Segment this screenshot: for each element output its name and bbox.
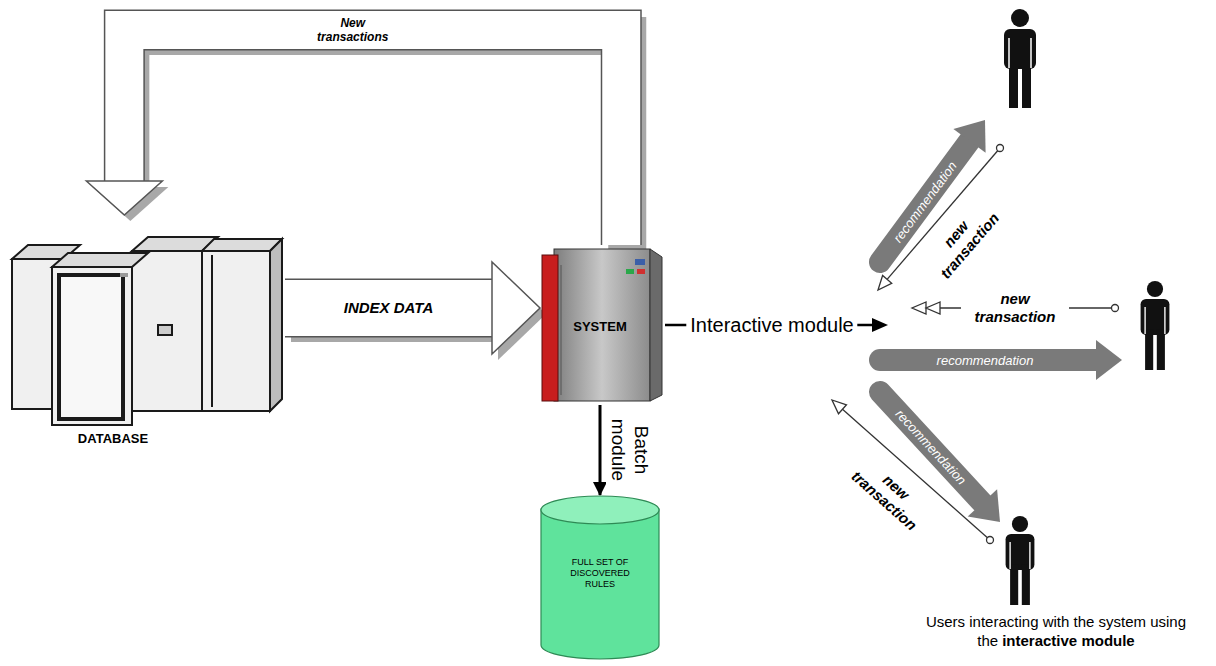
- server-illustration-part: [637, 269, 645, 274]
- transaction-arrow-part: [912, 302, 926, 314]
- arrow-outline: [124, 30, 621, 245]
- database-illustration-part-part: [270, 239, 282, 411]
- server-illustration-part: [635, 259, 645, 265]
- server-illustration-part: [626, 269, 634, 274]
- arrow-outline: [285, 279, 492, 338]
- transaction-arrow-part: [926, 302, 940, 314]
- arrow-label: new transaction: [841, 447, 940, 540]
- database-illustration-part-part: [158, 325, 172, 335]
- arrow-head: [86, 181, 162, 215]
- database-node: DATABASE: [8, 215, 285, 455]
- arrow-body: [124, 30, 621, 245]
- server-illustration-part: [561, 265, 562, 395]
- transaction-arrow-part: [1112, 305, 1119, 312]
- arrow-body: [285, 280, 492, 336]
- node-label: SYSTEM: [560, 319, 640, 334]
- server-illustration-part: [650, 249, 662, 401]
- database-illustration-part: [12, 237, 282, 425]
- block-arrow: [285, 262, 546, 360]
- node-label: DATABASE: [63, 431, 163, 446]
- transaction-arrow: [832, 145, 1119, 544]
- recommendation-arrow-part: [1096, 340, 1122, 380]
- caption-text: interactive module: [1002, 632, 1135, 649]
- database-illustration-part-part: [202, 239, 282, 251]
- transaction-arrow-part: [832, 400, 847, 414]
- arrow-label: new transaction: [961, 290, 1069, 326]
- database-illustration-part-part: [202, 251, 270, 411]
- cylinder-body: [541, 509, 659, 659]
- rules-cylinder: FULL SET OF DISCOVERED RULES: [540, 495, 660, 660]
- user-figure: [1004, 9, 1036, 108]
- recommendation-arrow-part: [880, 349, 1096, 371]
- arrow-line: [599, 405, 602, 495]
- database-illustration: [8, 215, 285, 455]
- edge-label: INDEX DATA: [344, 299, 433, 317]
- node-label: FULL SET OF DISCOVERED RULES: [558, 557, 642, 590]
- transaction-arrow-part: [878, 276, 892, 291]
- server-illustration-part: [542, 255, 558, 401]
- interactive-arrow-part: [872, 318, 888, 332]
- flow-arrow: [600, 405, 601, 495]
- database-illustration-part-part: [52, 267, 132, 425]
- arrow-shadow: [92, 36, 627, 251]
- edge-label: Batch module: [606, 410, 654, 491]
- database-illustration-part-part: [52, 253, 148, 267]
- recommendation-arrow-part: [968, 489, 1000, 522]
- transaction-arrow-part: [987, 537, 994, 544]
- database-illustration-part-part: [59, 275, 123, 419]
- arrow-label: recommendation: [893, 406, 970, 487]
- transaction-arrow-part: [997, 145, 1004, 152]
- database-illustration-part-part: [120, 273, 128, 277]
- arrow-head: [492, 262, 540, 354]
- cylinder-top: [541, 496, 659, 524]
- arrow-label: Interactive module: [686, 313, 857, 337]
- recommendation-arrow-part: [953, 120, 985, 153]
- server-illustration-part: [554, 249, 650, 401]
- database-illustration-part-part: [211, 255, 213, 407]
- user-figure: [1006, 516, 1035, 605]
- users-caption: Users interacting with the system using …: [925, 612, 1187, 658]
- block-arrow: [86, 30, 627, 251]
- recommendation-arrow: [880, 120, 1122, 522]
- arrow-shadow-part: [130, 36, 627, 251]
- arrow-label: recommendation: [937, 353, 1034, 368]
- user-figure: [1141, 281, 1170, 370]
- edge-label: New transactions: [308, 16, 398, 44]
- database-illustration-part-part: [132, 251, 202, 411]
- system-node: SYSTEM: [540, 245, 665, 405]
